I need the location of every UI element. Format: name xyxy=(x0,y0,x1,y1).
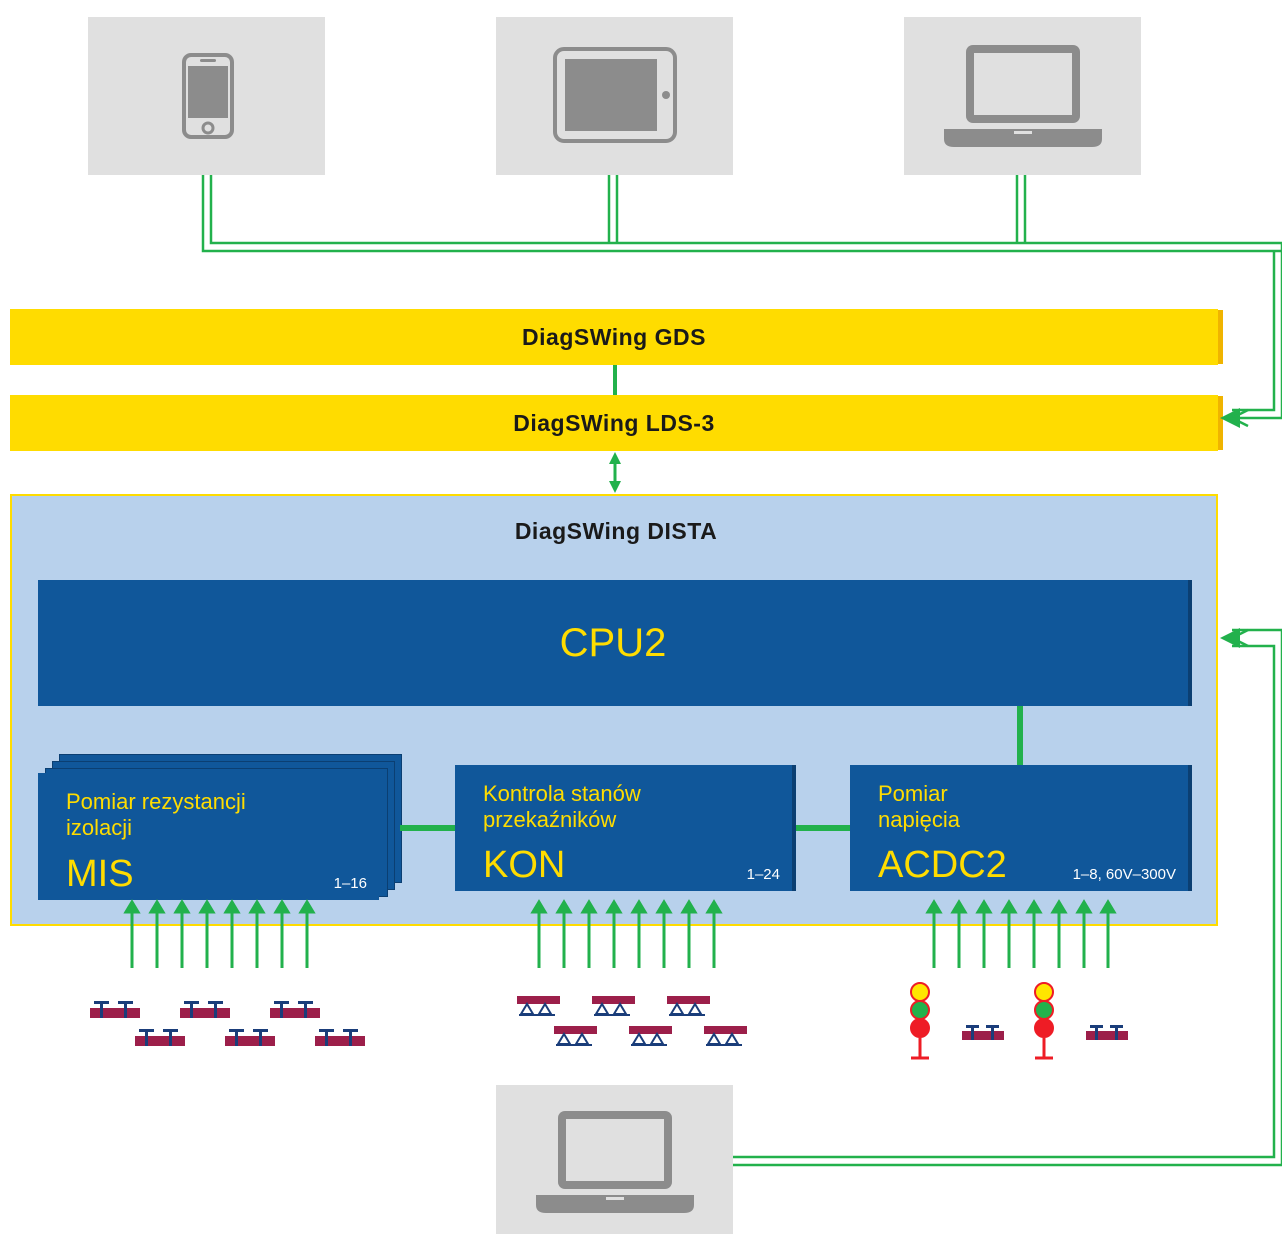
module-kon: Kontrola stanów przekaźników KON 1–24 xyxy=(455,765,792,891)
signal-light-icon xyxy=(1034,982,1054,1060)
lds-input-arrowhead xyxy=(1220,408,1240,428)
signal-light-icon xyxy=(910,982,930,1060)
module-acdc2: Pomiar napięcia ACDC2 1–8, 60V–300V xyxy=(850,765,1188,891)
relay-icons xyxy=(517,996,747,1046)
module-mis: Pomiar rezystancji izolacji MIS 1–16 xyxy=(38,773,379,900)
laptop-icon xyxy=(536,1111,694,1213)
module-mis-code: MIS xyxy=(66,853,134,895)
laptop-icon xyxy=(944,45,1102,147)
rail-segment-icons xyxy=(962,1025,1128,1040)
lds-bar: DiagSWing LDS-3 xyxy=(10,395,1218,451)
module-mis-range: 1–16 xyxy=(333,875,367,892)
cpu-block: CPU2 xyxy=(38,580,1188,706)
smartphone-icon xyxy=(182,53,234,139)
module-acdc2-desc: Pomiar napięcia xyxy=(878,781,960,832)
top-network-lines xyxy=(201,175,1282,420)
rail-segment-icons xyxy=(90,1001,365,1046)
phone-device xyxy=(88,17,325,175)
laptop-device xyxy=(904,17,1141,175)
service-laptop-device xyxy=(496,1085,733,1234)
dista-title: DiagSWing DISTA xyxy=(514,518,718,544)
acdc2-side-shadow xyxy=(1188,765,1192,891)
module-acdc2-code: ACDC2 xyxy=(878,844,1007,886)
gds-bar: DiagSWing GDS xyxy=(10,309,1218,365)
tablet-icon xyxy=(553,47,677,143)
module-mis-desc: Pomiar rezystancji izolacji xyxy=(66,789,246,840)
module-kon-range: 1–24 xyxy=(746,866,780,883)
lds-dista-link xyxy=(609,452,621,493)
kon-side-shadow xyxy=(792,765,796,891)
dista-input-arrowhead xyxy=(1220,628,1240,648)
cpu-label: CPU2 xyxy=(559,620,667,665)
module-acdc2-range: 1–8, 60V–300V xyxy=(1072,866,1176,883)
module-kon-code: KON xyxy=(483,844,566,886)
module-kon-desc: Kontrola stanów przekaźników xyxy=(483,781,641,832)
tablet-device xyxy=(496,17,733,175)
cpu-side-shadow xyxy=(1188,580,1192,706)
